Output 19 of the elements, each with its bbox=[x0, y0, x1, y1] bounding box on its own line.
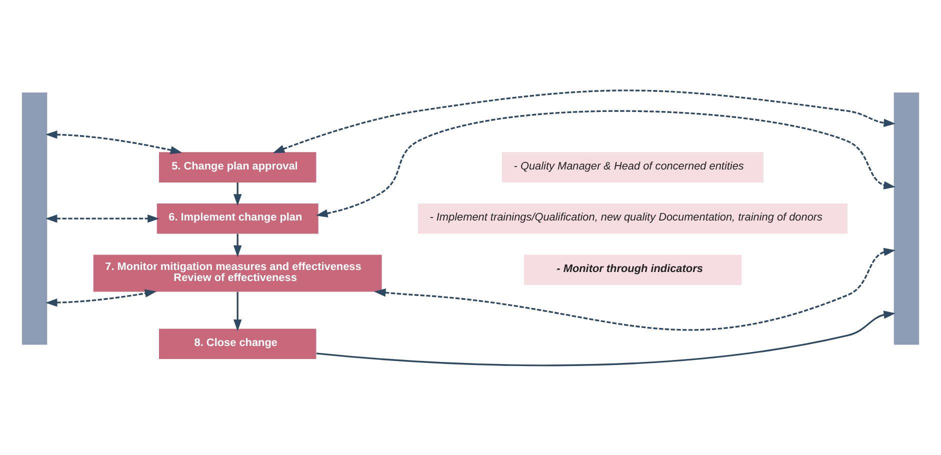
arrow bbox=[272, 89, 896, 153]
node-bar bbox=[894, 92, 920, 344]
arrow bbox=[233, 233, 242, 257]
arrow bbox=[45, 130, 182, 154]
node-box: - Quality Manager & Head of concerned entities bbox=[502, 152, 764, 182]
arrow bbox=[45, 288, 157, 306]
arrow bbox=[316, 110, 896, 217]
node-box: - Implement trainings/Qualification, new quality Documentation, training of donors bbox=[418, 202, 848, 234]
node-box: - Monitor through indicators bbox=[524, 254, 742, 285]
node-box: 7. Monitor mitigation measures and effectiveness Review of effectiveness bbox=[93, 254, 382, 292]
arrow bbox=[233, 182, 242, 206]
node-box: 5. Change plan approval bbox=[158, 152, 316, 182]
node-box: 6. Implement change plan bbox=[156, 202, 318, 234]
node-bar bbox=[22, 92, 48, 344]
arrow bbox=[45, 214, 160, 222]
node-box: 8. Close change bbox=[158, 328, 316, 358]
arrow bbox=[233, 291, 242, 331]
arrow bbox=[316, 310, 896, 366]
arrow bbox=[374, 247, 896, 330]
